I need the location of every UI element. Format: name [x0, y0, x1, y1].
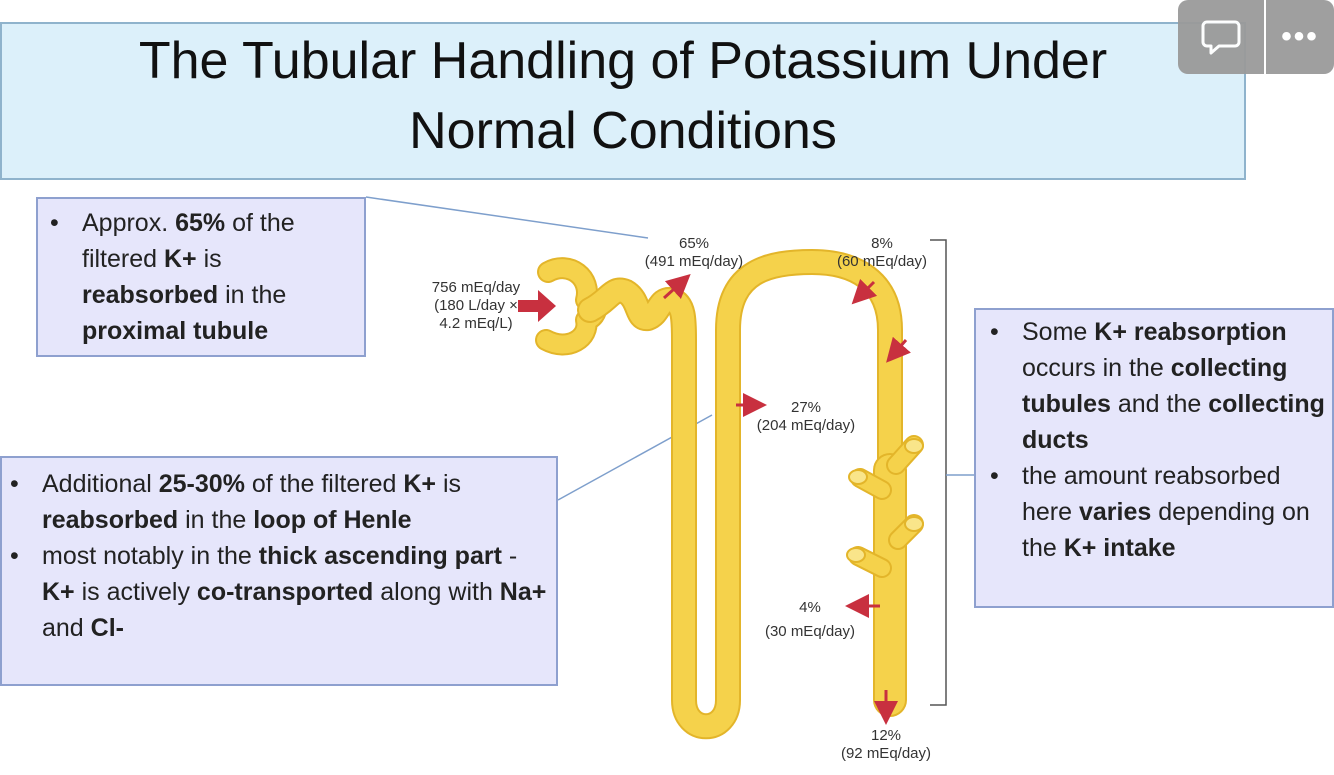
bullet-item: Some K+ reabsorption occurs in the colle…: [982, 314, 1326, 458]
text: Approx.: [82, 209, 175, 237]
text: and the: [1111, 390, 1208, 418]
text: and: [42, 614, 91, 642]
bold-text: loop of Henle: [253, 506, 411, 534]
collecting-bracket: [930, 240, 946, 705]
tubule: [546, 262, 923, 726]
bold-text: 65%: [175, 209, 225, 237]
collecting-duct-percent: 4%: [799, 599, 821, 616]
filtered-load-arrow: [518, 290, 556, 322]
bold-text: K+ intake: [1064, 534, 1176, 562]
speech-bubble-icon: [1201, 18, 1241, 56]
bold-text: varies: [1079, 498, 1151, 526]
distal-percent: 8%: [871, 235, 893, 252]
callout-collecting-list: Some K+ reabsorption occurs in the colle…: [982, 314, 1326, 566]
filtered-load-line-3: 4.2 mEq/L): [439, 315, 512, 332]
loop-amount: (204 mEq/day): [757, 417, 855, 434]
bold-text: K+: [164, 245, 197, 273]
callout-collecting-duct: Some K+ reabsorption occurs in the colle…: [974, 308, 1334, 608]
text: -: [502, 542, 517, 570]
ellipsis-icon: •••: [1281, 22, 1319, 52]
more-options-button[interactable]: •••: [1266, 0, 1334, 74]
text: is actively: [75, 578, 197, 606]
bold-text: K+ reabsorption: [1094, 318, 1286, 346]
bullet-item: most notably in the thick ascending part…: [2, 538, 550, 646]
bold-text: thick ascending part: [259, 542, 502, 570]
excreted-percent: 12%: [871, 727, 901, 744]
connector-proximal: [366, 197, 648, 238]
bold-text: Na+: [500, 578, 547, 606]
bullet-item: the amount reabsorbed here varies depend…: [982, 458, 1326, 566]
bold-text: K+: [403, 470, 436, 498]
collecting-duct-amount: (30 mEq/day): [765, 623, 855, 640]
bold-text: co-transported: [197, 578, 373, 606]
bullet-item: Additional 25-30% of the filtered K+ is …: [2, 466, 550, 538]
text: most notably in the: [42, 542, 259, 570]
bold-text: 25-30%: [159, 470, 245, 498]
proximal-percent: 65%: [679, 235, 709, 252]
filtered-load-line-1: 756 mEq/day: [432, 279, 521, 296]
comment-button[interactable]: [1178, 0, 1264, 74]
text: is: [436, 470, 461, 498]
bold-text: proximal tubule: [82, 317, 268, 345]
text: along with: [373, 578, 499, 606]
bullet-item: Approx. 65% of the filtered K+ is reabso…: [42, 205, 360, 349]
callout-proximal: Approx. 65% of the filtered K+ is reabso…: [36, 197, 366, 357]
callout-henle-list: Additional 25-30% of the filtered K+ is …: [2, 466, 550, 646]
callout-proximal-list: Approx. 65% of the filtered K+ is reabso…: [42, 205, 360, 349]
text: Some: [1022, 318, 1094, 346]
loop-percent: 27%: [791, 399, 821, 416]
proximal-amount: (491 mEq/day): [645, 253, 743, 270]
bold-text: Cl-: [91, 614, 124, 642]
text: of the filtered: [245, 470, 403, 498]
bold-text: reabsorbed: [82, 281, 218, 309]
distal-amount: (60 mEq/day): [837, 253, 927, 270]
bold-text: K+: [42, 578, 75, 606]
excreted-amount: (92 mEq/day): [841, 745, 931, 762]
text: is: [197, 245, 222, 273]
proximal-tubule: [590, 262, 890, 726]
text: occurs in the: [1022, 354, 1171, 382]
text: in the: [218, 281, 286, 309]
callout-loop-of-henle: Additional 25-30% of the filtered K+ is …: [0, 456, 558, 686]
filtered-load-line-2: (180 L/day ×: [434, 297, 518, 314]
text: in the: [178, 506, 253, 534]
bold-text: reabsorbed: [42, 506, 178, 534]
text: Additional: [42, 470, 159, 498]
